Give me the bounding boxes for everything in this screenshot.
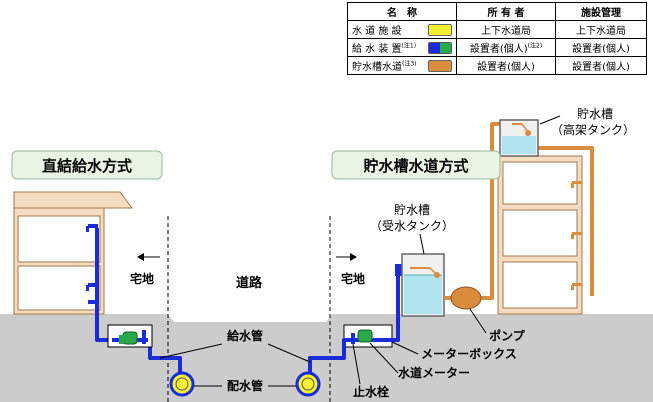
legend-header-row: 名 称 所 有 者 施設管理 bbox=[347, 2, 647, 21]
legend-name: 貯水槽水道 bbox=[352, 62, 402, 73]
faucet-icon bbox=[88, 300, 98, 304]
legend-header-manager: 施設管理 bbox=[555, 2, 647, 21]
legend-manager: 上下水道局 bbox=[555, 20, 647, 39]
legend-swatch-water-facility bbox=[428, 23, 452, 36]
legend-name: 水 道 施 設 bbox=[352, 26, 402, 37]
legend-name: 給 水 装 置 bbox=[352, 44, 402, 55]
road-label: 道路 bbox=[236, 275, 263, 291]
receiving-tank bbox=[401, 253, 445, 317]
faucet-icon bbox=[571, 283, 582, 290]
service-pipe-label: 給水管 bbox=[227, 328, 263, 343]
tank-building bbox=[497, 155, 583, 315]
legend-owner: 上下水道局 bbox=[456, 20, 556, 39]
meter-box-label: メーターボックス bbox=[421, 346, 517, 361]
pump bbox=[450, 286, 482, 310]
water-meter-label: 水道メーター bbox=[398, 365, 470, 380]
elevated-tank-label: 貯水槽 bbox=[577, 107, 613, 121]
receiving-tank-leader bbox=[419, 233, 425, 255]
water-main-left bbox=[169, 371, 195, 397]
direct-house bbox=[13, 191, 133, 315]
legend-swatch-supply bbox=[428, 41, 452, 54]
residence-label-right: 宅地 bbox=[341, 271, 365, 286]
legend-note: (注1) bbox=[401, 42, 417, 50]
faucet-icon bbox=[86, 224, 98, 232]
tank-title: 貯水槽水道方式 bbox=[363, 157, 468, 175]
faucet-icon bbox=[571, 232, 582, 239]
service-pipe-leader-left bbox=[159, 343, 223, 359]
legend-table: 名 称 所 有 者 施設管理 水 道 施 設 上下水道局 上下水道局 給 水 装… bbox=[347, 2, 647, 75]
water-main-right bbox=[295, 371, 321, 397]
legend-row: 給 水 装 置(注1) 設置者(個人)(注2) 設置者(個人) bbox=[347, 38, 647, 57]
elevated-tank-sublabel: （高架タンク） bbox=[551, 122, 635, 137]
legend-owner: 設置者(個人) bbox=[469, 44, 528, 55]
arrow-left-icon bbox=[137, 253, 160, 261]
receiving-tank-sublabel: （受水タンク） bbox=[370, 219, 454, 233]
direct-title: 直結給水方式 bbox=[42, 157, 132, 175]
legend-row: 水 道 施 設 上下水道局 上下水道局 bbox=[347, 20, 647, 39]
tank-inlet-valve bbox=[395, 264, 403, 276]
receiving-tank-label: 貯水槽 bbox=[394, 203, 430, 217]
stop-valve-leader bbox=[352, 343, 361, 385]
float-valve-icon bbox=[410, 267, 440, 278]
legend-manager: 設置者(個人) bbox=[555, 38, 647, 57]
direct-supply-pipe bbox=[95, 228, 182, 380]
elevated-tank-leader bbox=[539, 115, 561, 125]
elevated-tank bbox=[499, 119, 539, 157]
legend-manager: 設置者(個人) bbox=[555, 56, 647, 75]
pump-label: ポンプ bbox=[489, 328, 526, 343]
stop-valve-label: 止水栓 bbox=[353, 384, 389, 399]
legend-header-name: 名 称 bbox=[347, 2, 457, 21]
tank-title-box: 貯水槽水道方式 bbox=[331, 150, 501, 180]
faucet-icon bbox=[86, 283, 98, 291]
faucet-icon bbox=[571, 181, 582, 188]
legend-owner-note: (注2) bbox=[527, 42, 543, 50]
legend-swatch-tank bbox=[428, 59, 452, 72]
water-main-label: 配水管 bbox=[227, 378, 263, 393]
legend-row: 貯水槽水道(注3) 設置者(個人) 設置者(個人) bbox=[347, 56, 647, 75]
residence-label-left: 宅地 bbox=[130, 271, 154, 286]
water-meter-leader bbox=[369, 342, 399, 374]
pump-leader bbox=[469, 308, 487, 334]
legend-owner: 設置者(個人) bbox=[456, 56, 556, 75]
service-pipe-leader-right bbox=[267, 343, 311, 363]
arrow-right-icon bbox=[336, 253, 357, 261]
meter-box-leader bbox=[391, 341, 419, 355]
direct-title-box: 直結給水方式 bbox=[11, 150, 163, 180]
legend-header-owner: 所 有 者 bbox=[456, 2, 556, 21]
direct-meter-box bbox=[107, 324, 153, 348]
legend-note: (注3) bbox=[402, 60, 417, 68]
tank-meter-box bbox=[343, 324, 393, 348]
